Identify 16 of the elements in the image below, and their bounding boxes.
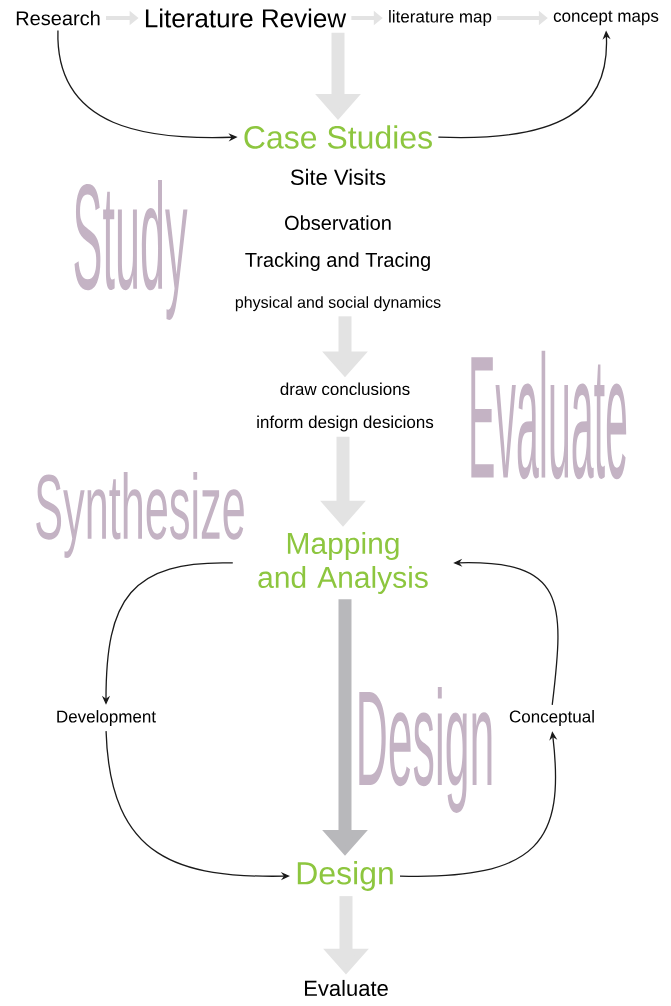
- stage-heading: Case Studies: [244, 125, 432, 149]
- step-text: Evaluate: [305, 979, 388, 997]
- step-text: Research: [16, 10, 100, 26]
- section-word: Synthesize: [36, 472, 244, 558]
- step-text: literature map: [389, 10, 492, 26]
- stage-heading: Mapping and Analysis: [258, 532, 428, 594]
- step-heading: Literature Review: [146, 8, 347, 28]
- section-word: Evaluate: [471, 350, 627, 480]
- step-text: Conceptual: [509, 710, 594, 726]
- step-text: Development: [57, 710, 156, 726]
- step-text: draw conclusions inform design desicions: [257, 382, 434, 432]
- step-text: Site Visits Observation Tracking and Tracing physical and social dynamics: [235, 168, 441, 312]
- section-word: Study: [74, 180, 188, 320]
- section-word: Design: [359, 687, 492, 813]
- step-text: concept maps: [553, 10, 659, 26]
- stage-heading: Design: [297, 861, 393, 891]
